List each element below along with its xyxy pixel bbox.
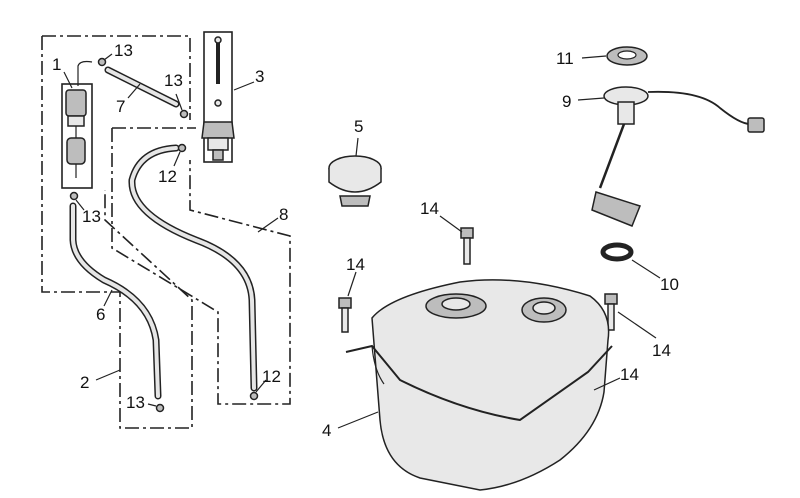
callout-14-left: 14 [346, 255, 365, 274]
clip-13-bottom [155, 403, 165, 413]
callout-6: 6 [96, 305, 105, 324]
leader-14c [617, 311, 657, 339]
fuel-tank-part-4 [345, 279, 613, 491]
return-hose-part-8 [128, 144, 258, 392]
callout-5: 5 [354, 117, 363, 136]
bolt-part-14-a [460, 227, 474, 265]
lock-ring-part-11 [606, 46, 648, 66]
leader-13a [103, 53, 113, 61]
callout-14-top: 14 [420, 199, 439, 218]
leader-14b [347, 271, 357, 297]
callout-12-top: 12 [158, 167, 177, 186]
frame-hose-2 [41, 35, 193, 429]
clip-13-filter [69, 191, 79, 201]
fuel-cap-part-5 [328, 155, 382, 207]
leader-13d [147, 403, 157, 407]
leader-13b [175, 93, 183, 111]
callout-2: 2 [80, 373, 89, 392]
fuel-valve-part-3 [201, 36, 235, 161]
callout-12-bottom: 12 [262, 367, 281, 386]
clip-12-bottom [249, 391, 259, 401]
leader-5 [355, 137, 359, 157]
callout-13-bottom: 13 [126, 393, 145, 412]
hose-stub-top [77, 60, 93, 86]
leader-14d [593, 377, 621, 391]
callout-9: 9 [562, 92, 571, 111]
callout-14-right: 14 [652, 341, 671, 360]
fuel-sender-part-9 [591, 86, 765, 227]
clip-13-mid [179, 109, 189, 119]
leader-8 [257, 217, 279, 233]
callout-3: 3 [255, 67, 264, 86]
fuel-filter-part-1 [65, 89, 87, 178]
fuel-hose-part-6 [69, 202, 162, 400]
callout-13-filter: 13 [82, 207, 101, 226]
leader-10 [631, 259, 661, 279]
bolt-part-14-c [604, 293, 618, 331]
valve-box [203, 31, 233, 163]
leader-1 [63, 71, 73, 89]
leader-12a [173, 151, 181, 167]
callout-11: 11 [556, 49, 574, 68]
clip-12-top [177, 143, 187, 153]
callout-4: 4 [322, 421, 331, 440]
callout-8: 8 [279, 205, 288, 224]
callout-1: 1 [52, 55, 61, 74]
leader-9 [577, 97, 605, 101]
leader-7 [127, 83, 141, 99]
callout-14-bottom: 14 [620, 365, 639, 384]
callout-13-top: 13 [114, 41, 133, 60]
clip-13-top [97, 57, 107, 67]
leader-4 [337, 411, 379, 429]
leader-6 [103, 289, 113, 307]
leader-12b [255, 379, 267, 393]
leader-2 [95, 369, 121, 381]
leader-13c [75, 199, 85, 211]
callout-7: 7 [116, 97, 125, 116]
callout-10: 10 [660, 275, 679, 294]
gasket-part-10 [600, 242, 634, 262]
leader-14a [439, 215, 463, 233]
bolt-part-14-b [338, 297, 352, 333]
filter-box [61, 83, 93, 189]
frame-hose-8 [111, 127, 291, 405]
leader-3 [233, 81, 255, 91]
callout-13-mid: 13 [164, 71, 183, 90]
leader-11 [581, 55, 607, 59]
